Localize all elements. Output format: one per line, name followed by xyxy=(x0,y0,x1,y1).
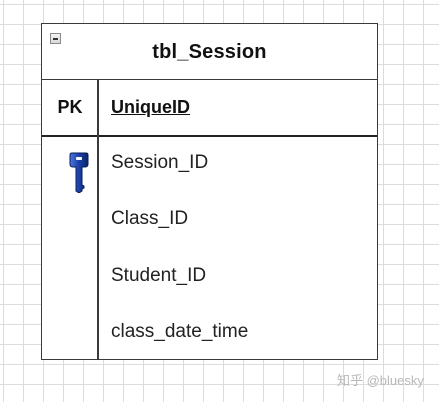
pk-column-label: PK xyxy=(57,97,83,117)
field-row[interactable]: class_date_time xyxy=(111,321,249,342)
field-row[interactable]: Class_ID xyxy=(111,208,189,229)
key-field-name[interactable]: UniqueID xyxy=(111,97,190,117)
entity-table[interactable]: tbl_Session PK UniqueID Session_ID Class… xyxy=(41,23,378,360)
field-row[interactable]: Session_ID xyxy=(111,152,209,173)
primary-key-row: PK UniqueID xyxy=(42,80,377,137)
collapse-button[interactable] xyxy=(50,33,61,44)
watermark: 知乎 @bluesky xyxy=(337,373,424,388)
table-title: tbl_Session xyxy=(152,41,267,63)
primary-key-icon xyxy=(69,152,89,193)
table-header: tbl_Session xyxy=(42,24,377,80)
field-row[interactable]: Student_ID xyxy=(111,265,207,286)
column-divider xyxy=(97,80,99,359)
